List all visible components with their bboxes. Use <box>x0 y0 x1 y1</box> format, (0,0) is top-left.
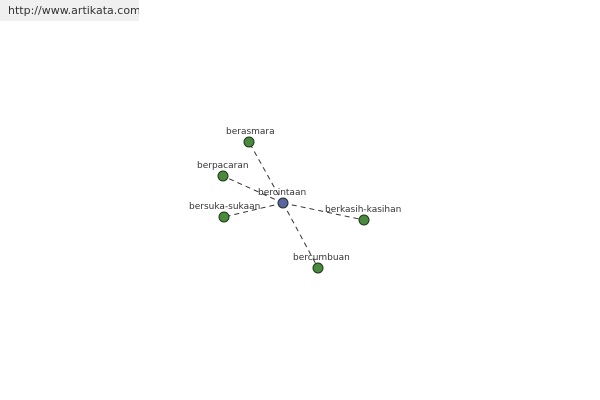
node-dot-berkasih-kasihan[interactable] <box>358 214 370 226</box>
node-berkasih-kasihan[interactable]: berkasih-kasihan <box>325 205 401 226</box>
node-label-bersuka-sukaan[interactable]: bersuka-sukaan <box>189 202 260 212</box>
node-label-bercintaan[interactable]: bercintaan <box>258 188 306 198</box>
node-label-berasmara[interactable]: berasmara <box>226 127 275 137</box>
edges-layer <box>222 141 365 269</box>
edge-bercintaan-bersuka-sukaan <box>223 202 284 218</box>
node-berpacaran[interactable]: berpacaran <box>197 161 249 182</box>
node-dot-bercumbuan[interactable] <box>312 262 324 274</box>
edge-bercintaan-berkasih-kasihan <box>282 202 365 221</box>
edge-bercintaan-berasmara <box>248 141 284 204</box>
center-node-bercintaan[interactable]: bercintaan <box>258 188 306 209</box>
nodes-layer: berasmara berpacaran bersuka-sukaan berkasi… <box>189 127 401 274</box>
node-dot-bersuka-sukaan[interactable] <box>218 211 230 223</box>
node-dot-berpacaran[interactable] <box>217 170 229 182</box>
edge-bercintaan-bercumbuan <box>282 202 319 269</box>
edge-bercintaan-berpacaran <box>222 175 284 204</box>
node-dot-berasmara[interactable] <box>243 136 255 148</box>
site-url-banner: http://www.artikata.com <box>0 0 139 21</box>
node-bercumbuan[interactable]: bercumbuan <box>293 253 350 274</box>
node-label-bercumbuan[interactable]: bercumbuan <box>293 253 350 263</box>
node-bersuka-sukaan[interactable]: bersuka-sukaan <box>189 202 260 223</box>
node-dot-bercintaan[interactable] <box>277 197 289 209</box>
node-berasmara[interactable]: berasmara <box>226 127 275 148</box>
node-label-berpacaran[interactable]: berpacaran <box>197 161 249 171</box>
node-label-berkasih-kasihan[interactable]: berkasih-kasihan <box>325 205 401 215</box>
